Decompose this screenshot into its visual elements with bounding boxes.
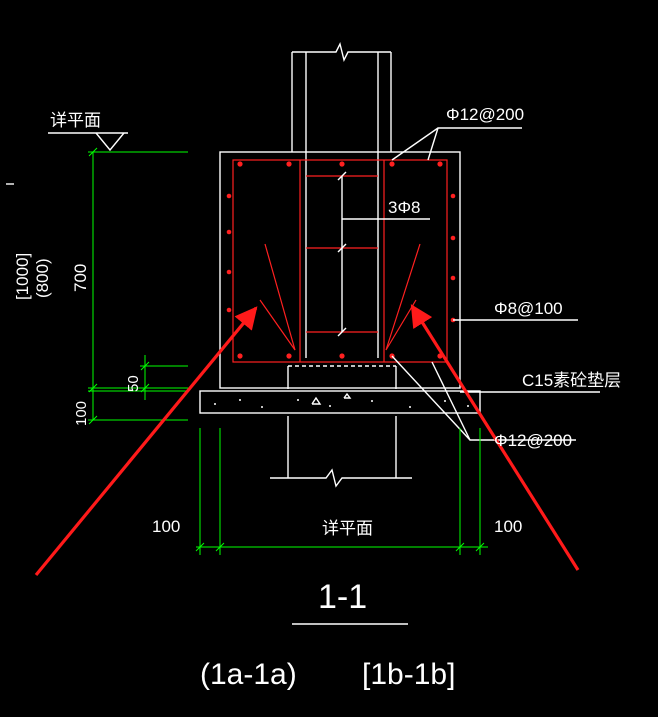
dim-height-outer: [1000] [13,253,32,300]
dim-100-vertical: 100 [73,401,90,426]
stirrup-label: 3Φ8 [388,198,420,217]
footing-rebar-cage [232,159,448,363]
section-subtitle-a: (1a-1a) [200,658,297,691]
rebar-bottom-label: Φ12@200 [494,431,572,450]
footing-outline [219,151,461,389]
side-bar-label: Φ8@100 [494,299,563,318]
horizontal-dimensions [195,428,488,555]
dim-height-mid: (800) [33,258,52,298]
column-outline [291,41,392,358]
vertical-dimensions [88,147,188,425]
dim-height: 700 [71,264,90,292]
elevation-symbol [48,132,188,153]
section-title: 1-1 [318,578,367,616]
dim-50: 50 [125,375,142,392]
section-subtitle-b: [1b-1b] [362,658,455,691]
dim-right: 100 [494,517,522,536]
cushion-layer [199,390,481,414]
dim-left: 100 [152,517,180,536]
elevation-label: 详平面 [50,111,101,130]
rebar-dots [226,161,456,359]
leader-lines [391,127,600,441]
cushion-label: C15素砼垫层 [522,371,621,390]
dim-center: 详平面 [322,519,373,538]
beam-below [270,365,412,488]
rebar-top-label: Φ12@200 [446,105,524,124]
stirrup-dimension [337,171,430,337]
callout-arrows [34,304,580,577]
